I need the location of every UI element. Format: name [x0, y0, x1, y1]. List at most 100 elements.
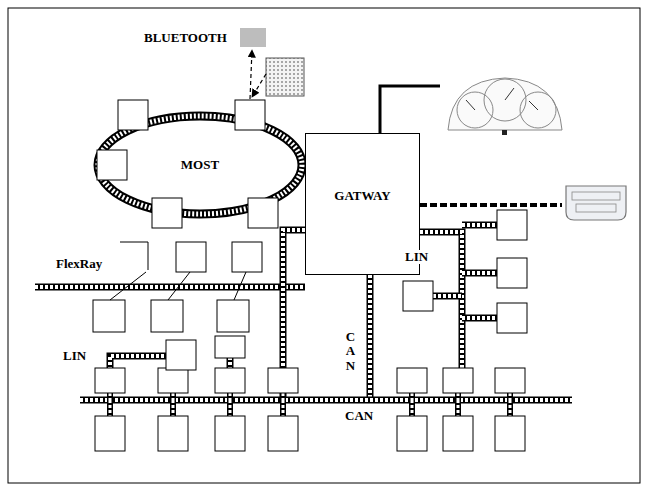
bus-line: [507, 393, 513, 400]
diagnostic-link: [420, 203, 562, 207]
ecu-box: [95, 416, 125, 451]
ring-station: [235, 100, 265, 130]
svg-line: [529, 101, 538, 110]
svg-rect: [502, 130, 507, 135]
bus-label: FlexRay: [55, 257, 103, 271]
bus-line: [409, 400, 415, 416]
ecu-box: [215, 368, 245, 393]
instrument-cluster: [448, 78, 562, 135]
ecu-box: [497, 210, 527, 240]
svg-line: [234, 272, 246, 300]
ecu-box: [215, 336, 245, 358]
gateway-box: GATWAY: [305, 133, 420, 275]
bus-line: [455, 393, 461, 400]
ecu-box: [397, 416, 427, 451]
ecu-box: [497, 303, 527, 333]
ecu-box: [95, 368, 125, 393]
svg-rect: [576, 204, 616, 212]
ecu-box: [151, 300, 183, 332]
bus-line: [280, 400, 286, 416]
bus-hatch: [109, 400, 112, 416]
node-title: MOST: [181, 157, 219, 173]
frame: [8, 8, 640, 483]
ecu-box: [403, 281, 433, 311]
bluetooth-device: [266, 58, 304, 96]
wire: [380, 86, 440, 133]
ecu-box: [268, 416, 298, 451]
bus-line: [107, 393, 113, 400]
ring-station: [248, 198, 278, 228]
svg-path: [566, 186, 626, 220]
ecu-box: [443, 416, 473, 451]
bus-line: [170, 400, 176, 416]
bus-line: [80, 397, 572, 404]
bus-hatch: [229, 393, 232, 400]
bus-hatch: [282, 393, 285, 400]
ring-line: [98, 116, 302, 214]
svg-circle: [484, 79, 526, 121]
bus-line: [507, 400, 513, 416]
bus-hatch: [411, 400, 414, 416]
bus-hatch: [229, 400, 232, 416]
ecu-box: [495, 416, 525, 451]
bus-hatch: [457, 393, 460, 400]
bus-line: [227, 393, 233, 400]
bus-hatch: [411, 393, 414, 400]
svg-rect: [572, 192, 620, 200]
bus-label: CAN: [343, 330, 358, 373]
bus-line: [455, 400, 461, 416]
bus-hatch: [457, 400, 460, 416]
bus-line: [107, 400, 113, 416]
ecu-box: [166, 340, 196, 370]
node-title: GATWAY: [334, 188, 390, 204]
flexray-drops: [110, 242, 246, 300]
bus-hatch: [462, 316, 497, 320]
svg-circle: [457, 92, 493, 128]
ecu-box: [217, 300, 249, 332]
bus-hatch: [172, 393, 175, 400]
ring-station: [97, 150, 127, 180]
svg-circle: [520, 92, 556, 128]
bus-hatch: [433, 294, 462, 298]
ecu-box: [443, 368, 473, 393]
ecu-box: [268, 368, 298, 393]
bus-line: [462, 270, 497, 277]
bus-label: CAN: [344, 409, 374, 423]
svg-path: [120, 242, 148, 270]
svg-line: [466, 100, 475, 110]
svg-line: [505, 88, 514, 100]
ecu-box: [232, 242, 262, 272]
bus-hatch: [509, 393, 512, 400]
bus-hatch: [462, 271, 497, 275]
bus-hatch: [368, 275, 372, 400]
bus-line: [170, 393, 176, 400]
svg-line: [110, 272, 146, 300]
bus-hatch: [509, 400, 512, 416]
bus-line: [367, 275, 374, 400]
bus-line: [462, 222, 497, 229]
ecu-box: [497, 258, 527, 288]
ecu-box: [215, 416, 245, 451]
wireless-label: BLUETOOTH: [143, 31, 228, 45]
bus-hatch: [172, 400, 175, 416]
bus-label: LIN: [404, 250, 429, 264]
ring-station: [118, 100, 148, 130]
wireless-link: [250, 50, 252, 99]
bus-hatch: [462, 223, 497, 227]
diagnostic-connector: [566, 186, 626, 220]
bus-line: [409, 393, 415, 400]
bus-label: LIN: [62, 349, 87, 363]
ecu-box: [495, 368, 525, 393]
bus-hatch: [282, 400, 285, 416]
most-ring: MOST: [92, 110, 308, 220]
ecu-box: [176, 242, 206, 272]
ecu-box: [397, 368, 427, 393]
wireless-link: [252, 74, 266, 97]
bluetooth-device: [240, 28, 266, 47]
bus-hatch: [35, 285, 305, 289]
svg-g: [35, 225, 572, 416]
bus-hatch: [109, 393, 112, 400]
bus-line: [462, 315, 497, 322]
bus-line: [35, 284, 305, 291]
ring-station: [152, 198, 182, 228]
